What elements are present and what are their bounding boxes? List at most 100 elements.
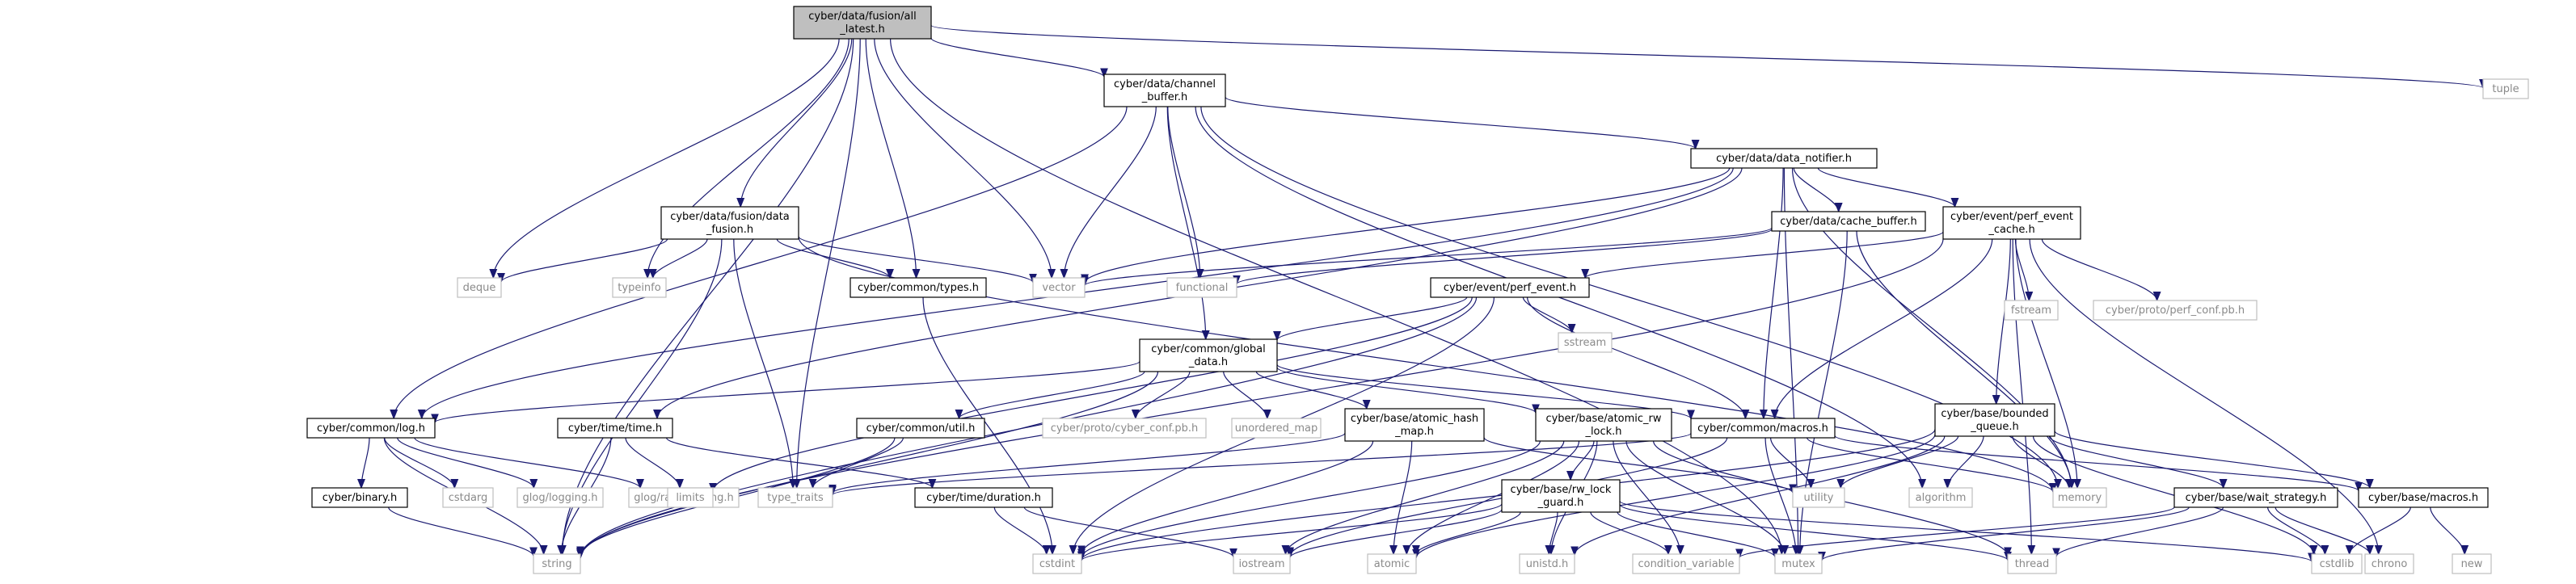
edge-perf_event-to-limits: [713, 296, 1473, 492]
node-atomic-box: [1367, 553, 1417, 574]
edge-atomic_rw_lock-to-rw_lock_guard: [1570, 440, 1595, 481]
node-util-label-0: cyber/common/util.h: [866, 422, 976, 435]
edge-rw_lock_guard-to-iostream: [1290, 509, 1503, 558]
edge-wait_strategy-to-thread: [2056, 506, 2224, 557]
edge-root-to-type_traits: [797, 38, 861, 488]
node-data_fusion[interactable]: cyber/data/fusion/data_fusion.h: [660, 206, 799, 240]
node-cyber_conf-label-0: cyber/proto/cyber_conf.pb.h: [1051, 422, 1198, 435]
edge-channel_buffer-to-vector: [1064, 106, 1157, 278]
node-glog_logging-label-0: glog/logging.h: [523, 492, 598, 504]
node-memory-label-0: memory: [2058, 492, 2102, 504]
node-atomic_rw_lock[interactable]: cyber/base/atomic_rw_lock.h: [1535, 408, 1672, 442]
node-perf_event[interactable]: cyber/event/perf_event.h: [1430, 277, 1590, 298]
node-limits-label-0: limits: [676, 492, 705, 504]
node-cyber_conf: cyber/proto/cyber_conf.pb.h: [1042, 418, 1207, 439]
node-data_fusion-label-0: cyber/data/fusion/data: [670, 211, 790, 223]
node-typeinfo-box: [612, 277, 667, 298]
edge-root-to-string: [563, 38, 854, 554]
node-algorithm: algorithm: [1908, 487, 1973, 508]
edge-bounded_queue-to-macros_base: [2054, 430, 2370, 489]
node-types-box: [850, 277, 987, 298]
node-data_fusion-label-1: _fusion.h: [706, 224, 753, 236]
node-rw_lock_guard-box: [1501, 479, 1621, 513]
edge-bounded_queue-to-utility: [1840, 435, 1959, 489]
node-memory: memory: [2052, 487, 2107, 508]
node-duration-box: [914, 487, 1053, 508]
edge-perf_event_cache-to-perf_conf: [2041, 238, 2157, 301]
edge-perf_event_cache-to-macros_common: [1775, 238, 1993, 418]
node-atomic_hash_map-label-0: cyber/base/atomic_hash: [1351, 413, 1478, 425]
node-util[interactable]: cyber/common/util.h: [856, 418, 985, 439]
node-tuple-label-0: tuple: [2492, 83, 2519, 95]
node-unordered_map-box: [1231, 418, 1322, 439]
node-mutex: mutex: [1774, 553, 1823, 574]
node-perf_event_cache[interactable]: cyber/event/perf_event_cache.h: [1942, 206, 2081, 240]
node-wait_strategy[interactable]: cyber/base/wait_strategy.h: [2173, 487, 2338, 508]
node-global_data[interactable]: cyber/common/global_data.h: [1139, 338, 1278, 372]
node-atomic_rw_lock-label-1: _lock.h: [1584, 426, 1621, 438]
edge-root-to-vector: [874, 38, 1052, 278]
node-macros_base[interactable]: cyber/base/macros.h: [2358, 487, 2489, 508]
node-algorithm-box: [1908, 487, 1973, 508]
edge-data_notifier-to-memory: [1791, 167, 2072, 488]
node-atomic: atomic: [1367, 553, 1417, 574]
node-tuple: tuple: [2482, 78, 2529, 99]
node-root[interactable]: cyber/data/fusion/all_latest.h: [793, 6, 932, 40]
node-cstdarg: cstdarg: [442, 487, 494, 508]
node-atomic-label-0: atomic: [1374, 558, 1410, 570]
node-root-label-0: cyber/data/fusion/all: [808, 11, 916, 23]
edge-bounded_queue-to-unistd: [1575, 435, 1946, 556]
node-unistd-label-0: unistd.h: [1526, 558, 1569, 570]
edge-perf_event-to-macros_common: [1527, 296, 1746, 419]
node-data_notifier[interactable]: cyber/data/data_notifier.h: [1690, 148, 1878, 169]
node-unordered_map-label-0: unordered_map: [1235, 422, 1318, 435]
node-macros_common[interactable]: cyber/common/macros.h: [1690, 418, 1836, 439]
node-condition_variable-box: [1632, 553, 1740, 574]
edge-data_fusion-to-vector: [798, 236, 1033, 284]
edge-root-to-mutex: [890, 38, 1782, 554]
node-time-box: [557, 418, 673, 439]
edge-data_fusion-to-typeinfo: [653, 238, 708, 279]
edge-global_data-to-string: [580, 371, 1159, 557]
node-sstream-label-0: sstream: [1564, 337, 1606, 349]
node-rw_lock_guard[interactable]: cyber/base/rw_lock_guard.h: [1501, 479, 1621, 513]
node-type_traits-box: [757, 487, 833, 508]
node-memory-box: [2052, 487, 2107, 508]
node-binary-box: [311, 487, 408, 508]
node-perf_conf-box: [2093, 300, 2258, 321]
edge-cache_buffer-to-memory: [1856, 230, 2072, 488]
node-new: new: [2452, 553, 2492, 574]
node-binary[interactable]: cyber/binary.h: [311, 487, 408, 508]
node-mutex-label-0: mutex: [1781, 558, 1815, 570]
node-channel_buffer-label-1: _buffer.h: [1141, 91, 1187, 103]
node-unistd-box: [1519, 553, 1575, 574]
node-time[interactable]: cyber/time/time.h: [557, 418, 673, 439]
node-typeinfo-label-0: typeinfo: [618, 282, 660, 294]
node-cache_buffer[interactable]: cyber/data/cache_buffer.h: [1771, 211, 1926, 232]
edge-time-to-duration: [666, 437, 933, 489]
edge-util-to-type_traits: [813, 437, 904, 489]
node-types-label-0: cyber/common/types.h: [858, 282, 979, 294]
node-channel_buffer[interactable]: cyber/data/channel_buffer.h: [1103, 74, 1226, 107]
node-types[interactable]: cyber/common/types.h: [850, 277, 987, 298]
node-thread: thread: [2007, 553, 2057, 574]
node-duration[interactable]: cyber/time/duration.h: [914, 487, 1053, 508]
node-atomic_hash_map[interactable]: cyber/base/atomic_hash_map.h: [1344, 408, 1485, 442]
node-chrono: chrono: [2364, 553, 2414, 574]
node-log[interactable]: cyber/common/log.h: [306, 418, 436, 439]
node-cache_buffer-label-0: cyber/data/cache_buffer.h: [1780, 216, 1916, 228]
node-thread-label-0: thread: [2015, 558, 2050, 570]
edge-bounded_queue-to-algorithm: [1947, 435, 1984, 489]
edge-global_data-to-cyber_conf: [1136, 371, 1191, 419]
node-sstream: sstream: [1558, 332, 1613, 353]
node-bounded_queue[interactable]: cyber/base/bounded_queue.h: [1934, 403, 2055, 437]
edge-root-to-deque: [493, 38, 840, 278]
node-macros_base-label-0: cyber/base/macros.h: [2368, 492, 2478, 504]
node-unordered_map: unordered_map: [1231, 418, 1322, 439]
edge-perf_event_cache-to-memory: [2015, 238, 2077, 488]
edge-perf_event_cache-to-bounded_queue: [1996, 238, 2011, 404]
edge-data_notifier-to-perf_event_cache: [1817, 167, 1954, 208]
node-rw_lock_guard-label-0: cyber/base/rw_lock: [1511, 484, 1612, 496]
edge-perf_event_cache-to-thread: [2012, 238, 2031, 554]
node-deque-box: [457, 277, 502, 298]
